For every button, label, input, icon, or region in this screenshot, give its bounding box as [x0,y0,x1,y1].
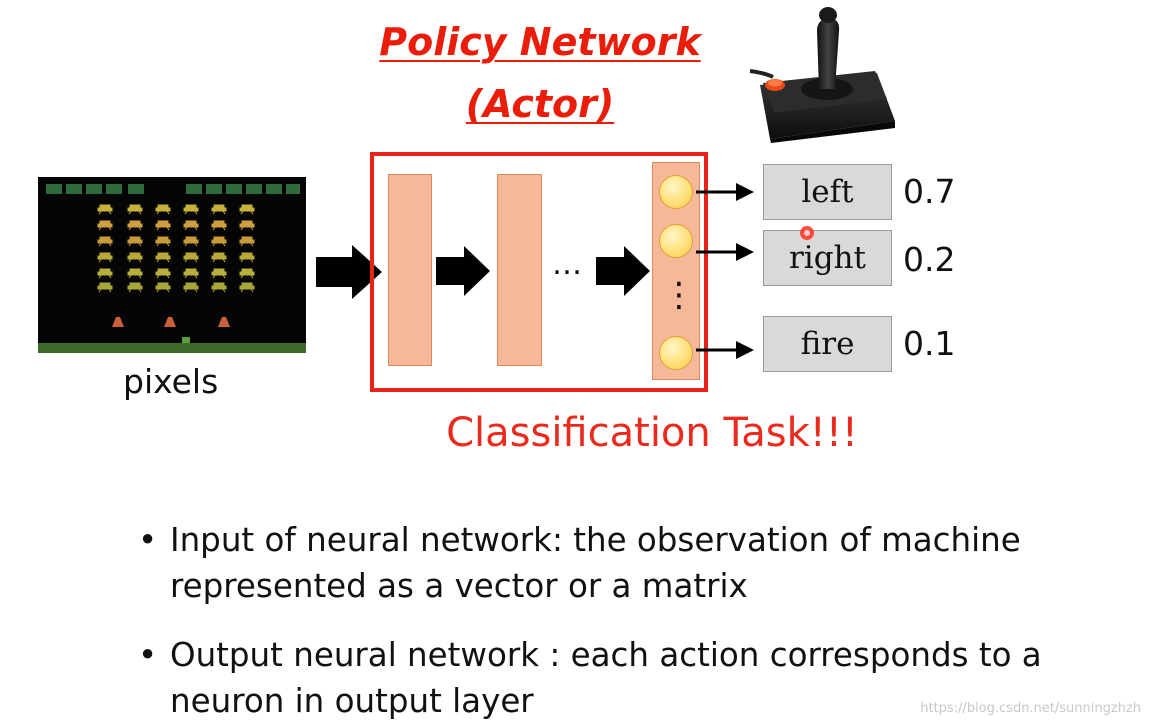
alien-icon [127,282,143,293]
action-box-fire: fire [763,316,892,372]
alien-icon [97,236,113,247]
alien-icon [211,268,227,279]
joystick-icon [749,7,895,143]
alien-icon [183,268,199,279]
classification-task-label: Classification Task!!! [446,410,858,456]
alien-icon [127,236,143,247]
alien-icon [127,220,143,231]
probability-fire: 0.1 [903,324,956,363]
pointer-marker-icon [800,226,814,240]
neurons-ellipsis: ⋮ [662,275,696,315]
game-screen-image [38,177,306,353]
alien-icon [155,268,171,279]
output-neuron-right [659,224,693,258]
alien-icon [97,204,113,215]
alien-icon [211,204,227,215]
alien-icon [97,220,113,231]
alien-icon [211,252,227,263]
alien-icon [155,236,171,247]
alien-icon [97,252,113,263]
layers-ellipsis: … [552,247,582,282]
alien-icon [97,268,113,279]
alien-icon [211,236,227,247]
alien-icon [127,268,143,279]
diagram-title-line2: (Actor) [465,82,615,126]
alien-icon [239,204,255,215]
alien-icon [155,252,171,263]
diagram-title-line1: Policy Network [379,20,701,64]
alien-icon [183,204,199,215]
space-invaders-frame [38,177,306,353]
alien-icon [211,220,227,231]
bullet-marker: • [138,521,158,559]
alien-icon [211,282,227,293]
bullet-marker: • [138,636,158,674]
alien-icon [127,204,143,215]
arrow-right-icon [316,245,382,299]
alien-icon [239,282,255,293]
policy-network-frame [370,152,708,392]
alien-icon [239,268,255,279]
output-neuron-left [659,175,693,209]
output-arrows [696,183,754,359]
alien-icon [97,282,113,293]
alien-icon [183,220,199,231]
bullet-text: Input of neural network: the observation… [170,521,1021,605]
probability-right: 0.2 [903,240,956,279]
alien-icon [183,282,199,293]
hidden-layer-2 [497,174,542,366]
output-neuron-fire [659,336,693,370]
arrow-right-icon [596,246,650,296]
bullet-text: Output neural network : each action corr… [170,636,1042,720]
watermark: https://blog.csdn.net/sunningzhzh [920,701,1141,716]
alien-icon [239,252,255,263]
alien-icon [155,282,171,293]
action-box-left: left [763,164,892,220]
probability-left: 0.7 [903,172,956,211]
alien-icon [239,220,255,231]
alien-icon [183,252,199,263]
input-caption: pixels [123,362,219,401]
alien-icon [239,236,255,247]
alien-icon [183,236,199,247]
alien-icon [127,252,143,263]
arrow-right-icon [436,246,490,296]
hidden-layer-1 [388,174,432,366]
action-box-right: right [763,230,892,286]
alien-icon [155,204,171,215]
alien-icon [155,220,171,231]
